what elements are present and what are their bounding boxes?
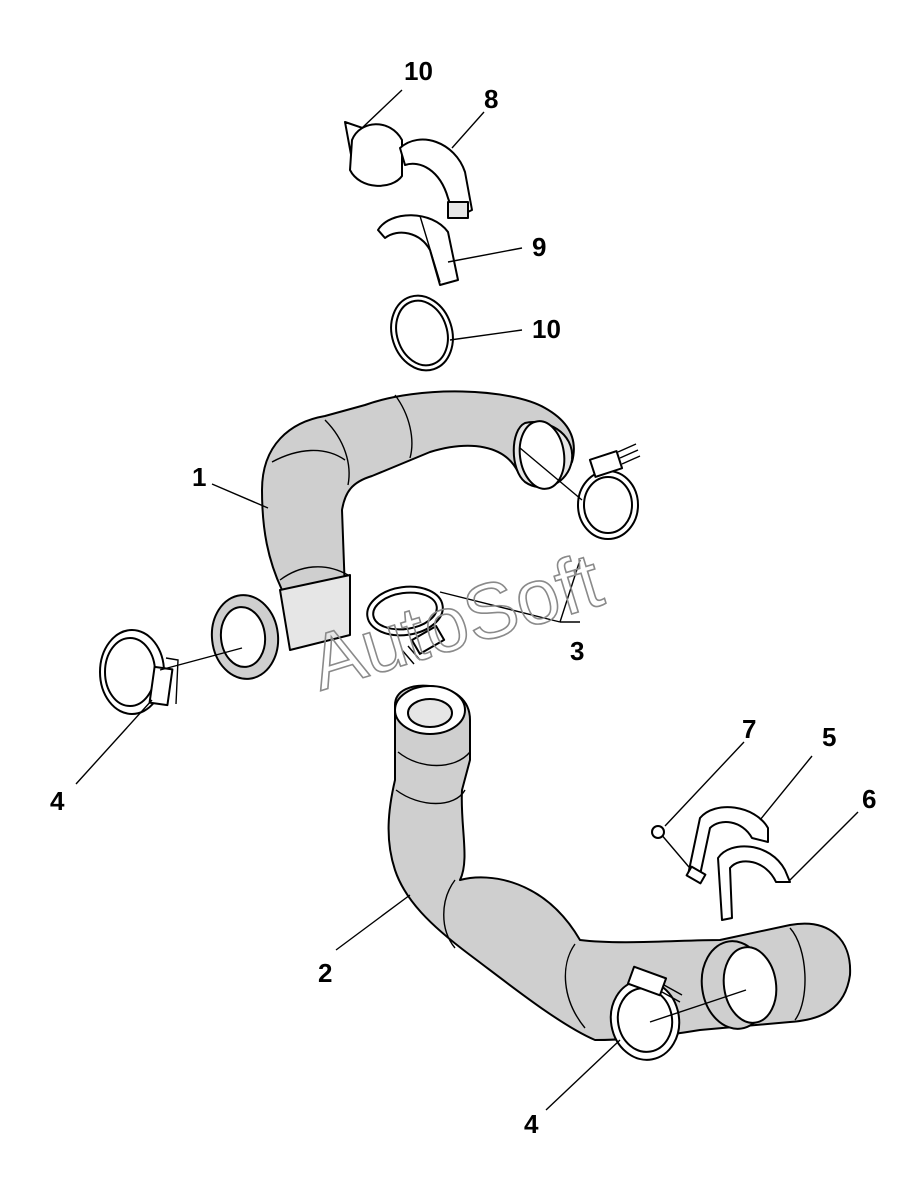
callout-1: 1 [192,462,206,492]
leader-lines [75,89,859,1111]
callout-10-top: 10 [404,56,433,86]
upper-hose [210,390,575,680]
callout-6: 6 [862,784,876,814]
callout-5: 5 [822,722,836,752]
callout-4-bottom: 4 [524,1109,539,1139]
clamp-center [366,585,446,665]
watermark: AutoSoft [300,535,612,707]
callout-10-mid: 10 [532,314,561,344]
bracket-assembly-bottom [651,806,791,921]
clamp-left [99,629,243,715]
callout-4-left: 4 [50,786,65,816]
callout-2: 2 [318,958,332,988]
clamp-upper-right [519,443,641,540]
callout-7: 7 [742,714,756,744]
lower-hose [387,684,852,1041]
callout-8: 8 [484,84,498,114]
callout-3: 3 [570,636,584,666]
callout-9: 9 [532,232,546,262]
bracket-assembly-top [344,121,473,372]
clamp-bottom [609,965,747,1061]
